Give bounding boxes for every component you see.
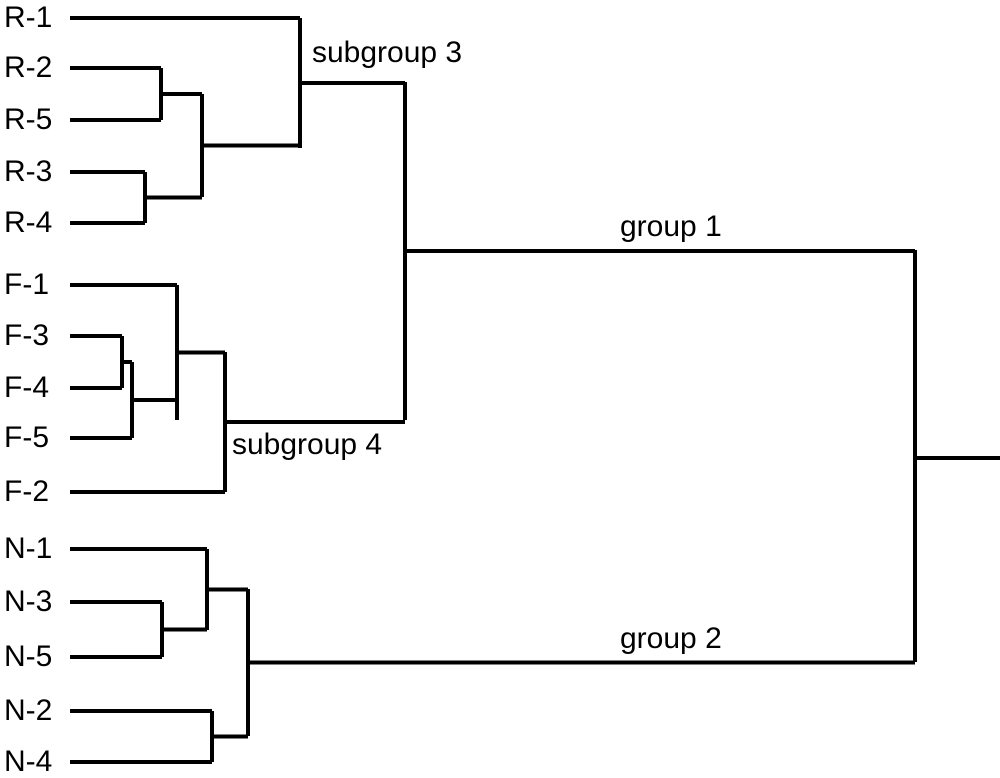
leaf-label-r-1: R-1 bbox=[4, 1, 53, 34]
leaf-label-n-5: N-5 bbox=[4, 640, 53, 673]
tree-link-group bbox=[70, 16, 1000, 764]
leaf-label-f-5: F-5 bbox=[4, 421, 49, 454]
leaf-label-r-2: R-2 bbox=[4, 51, 53, 84]
leaf-label-r-3: R-3 bbox=[4, 155, 53, 188]
leaf-label-n-4: N-4 bbox=[4, 745, 53, 778]
leaf-label-r-4: R-4 bbox=[4, 206, 53, 239]
leaf-label-r-5: R-5 bbox=[4, 103, 53, 136]
leaf-label-f-2: F-2 bbox=[4, 475, 49, 508]
cluster-label-subgroup-3: subgroup 3 bbox=[312, 36, 463, 69]
leaf-label-n-1: N-1 bbox=[4, 532, 53, 565]
leaf-label-f-4: F-4 bbox=[4, 371, 49, 404]
cluster-label-group-2: group 2 bbox=[620, 622, 722, 655]
leaf-label-n-3: N-3 bbox=[4, 585, 53, 618]
leaf-label-n-2: N-2 bbox=[4, 694, 53, 727]
leaf-label-f-1: F-1 bbox=[4, 268, 49, 301]
leaf-label-f-3: F-3 bbox=[4, 319, 49, 352]
cluster-label-group-1: group 1 bbox=[620, 210, 722, 243]
cluster-label-subgroup-4: subgroup 4 bbox=[232, 428, 383, 461]
